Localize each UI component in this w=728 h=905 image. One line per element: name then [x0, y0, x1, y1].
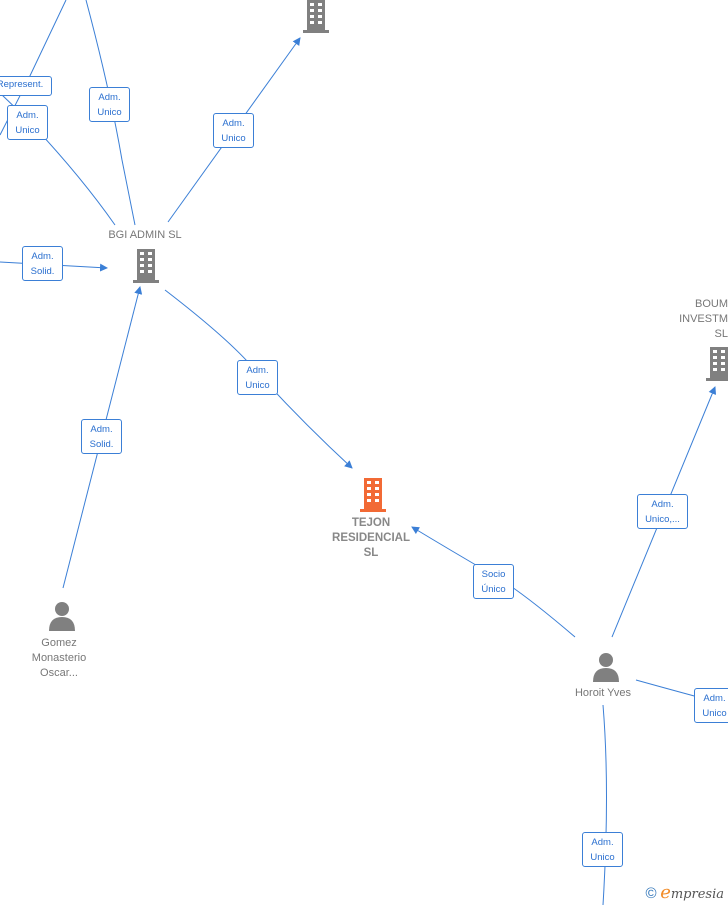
brand-watermark: © empresia — [646, 882, 724, 903]
company-label-bgi-admin[interactable]: BGI ADMIN SL — [108, 229, 182, 241]
company-building-icon[interactable] — [706, 347, 728, 382]
person-label-horoit[interactable]: Horoit Yves — [574, 687, 632, 699]
relation-badge-adm-unico[interactable]: Adm. Unico — [237, 360, 278, 395]
brand-logo: empresia — [660, 882, 724, 903]
relation-badge-adm-unico[interactable]: Adm. Unico,... — [637, 494, 688, 529]
relation-badge-adm-unico[interactable]: Adm. Unico — [582, 832, 623, 867]
company-label-boum[interactable]: BOUM INVESTM SL — [679, 298, 728, 340]
copyright-icon: © — [645, 885, 657, 902]
highlighted-company-building-icon[interactable] — [358, 478, 388, 513]
relation-badge-adm-unico[interactable]: Adm. Unico — [7, 105, 48, 140]
relation-badge-socio-unico[interactable]: Socio Único — [473, 564, 514, 599]
relation-badge-adm-unico[interactable]: Adm. Unico — [89, 87, 130, 122]
person-label-gomez[interactable]: Gomez Monasterio Oscar... — [31, 637, 87, 679]
company-building-icon[interactable] — [131, 249, 161, 284]
company-label-tejon[interactable]: TEJON RESIDENCIAL SL — [332, 517, 410, 559]
relation-badge-adm-unico[interactable]: Adm. Unico — [213, 113, 254, 148]
relation-badge-adm-solid[interactable]: Adm. Solid. — [81, 419, 122, 454]
edge-adm-unico-a — [85, 0, 136, 226]
person-icon[interactable] — [591, 652, 621, 682]
relation-badge-adm-solid[interactable]: Adm. Solid. — [22, 246, 63, 281]
relation-badge-represent[interactable]: Represent. — [0, 76, 52, 96]
relation-badge-adm-unico[interactable]: Adm. Unico — [694, 688, 728, 723]
company-building-icon[interactable] — [301, 0, 331, 34]
edge-horoit-bottom — [602, 704, 607, 905]
person-icon[interactable] — [47, 601, 77, 631]
